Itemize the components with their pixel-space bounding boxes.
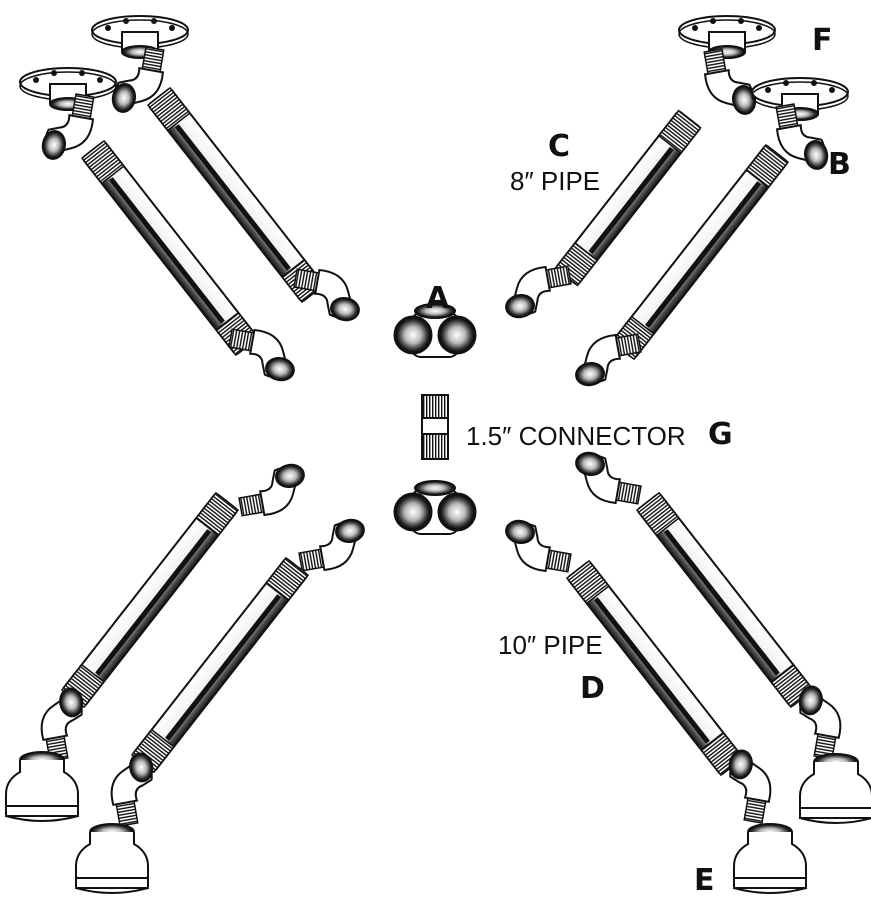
label-c-caption: 8″ PIPE xyxy=(510,166,601,196)
label-a: A xyxy=(426,281,450,316)
label-g-caption: 1.5″ CONNECTOR xyxy=(466,421,686,451)
label-d: D xyxy=(580,671,605,706)
lower-right-inner-arm xyxy=(499,517,807,894)
label-e: E xyxy=(694,863,715,898)
lower-left-inner-arm xyxy=(75,516,371,894)
label-g: G xyxy=(708,417,733,452)
nipple-connector xyxy=(421,394,449,460)
label-b: B xyxy=(828,147,851,182)
upper-left-inner-arm xyxy=(91,15,366,324)
label-f: F xyxy=(812,23,833,58)
cross-fitting-lower xyxy=(393,479,477,536)
label-c: C xyxy=(548,129,571,164)
label-d-caption: 10″ PIPE xyxy=(498,630,603,660)
